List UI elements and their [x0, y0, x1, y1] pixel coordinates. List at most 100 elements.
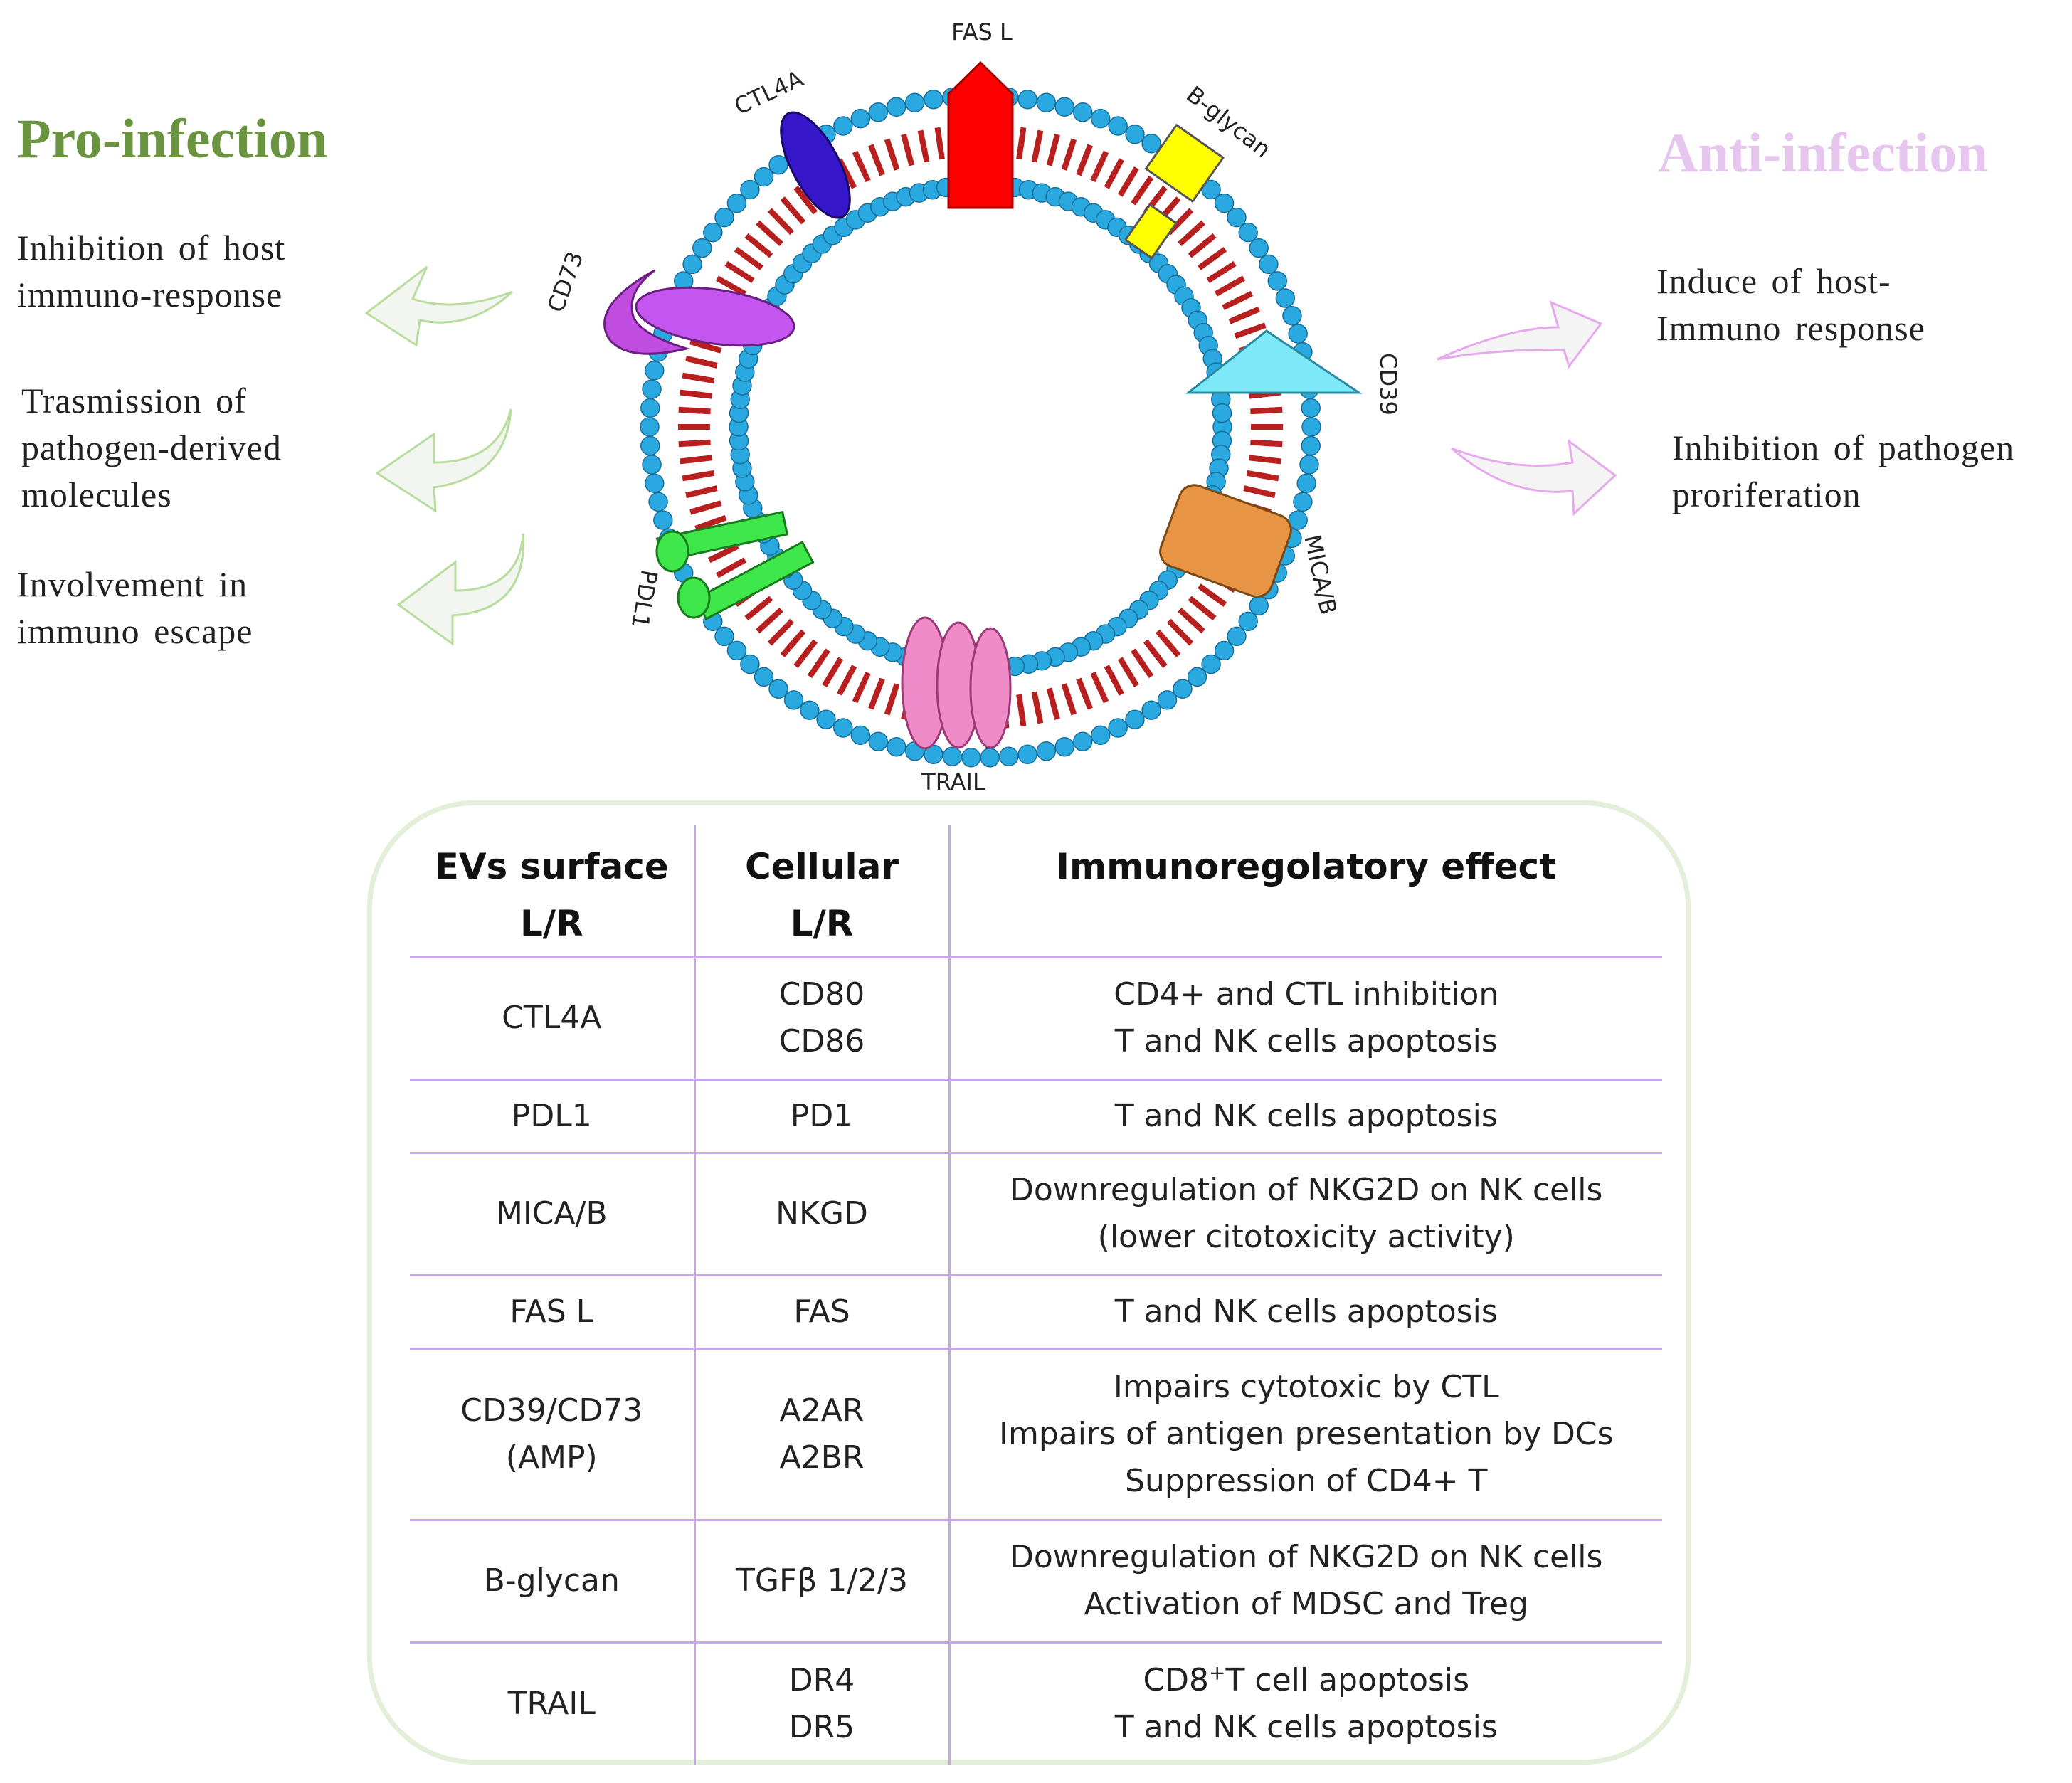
lipid-tail — [753, 240, 773, 258]
lipid-tail — [1178, 607, 1198, 627]
bglycan-receptor-icon — [1124, 123, 1225, 260]
table-row: B-glycan TGFβ 1/2/3 Downregulation of NK… — [410, 1520, 1662, 1643]
lipid-tail — [1166, 618, 1186, 638]
lipid-tail — [692, 374, 715, 384]
cd39-receptor-icon — [1185, 329, 1363, 394]
pro-arrow-2 — [375, 408, 512, 513]
lipid-head — [904, 92, 925, 113]
pro-effect-3: Involvement in immuno escape — [17, 564, 253, 651]
lipid-tail — [1249, 391, 1271, 399]
lipid-head — [833, 718, 853, 738]
ctl4a-receptor-icon — [780, 111, 851, 219]
lipid-head — [1275, 288, 1296, 308]
lipid-head — [1238, 611, 1258, 632]
lipid-tail — [1214, 280, 1236, 297]
lipid-tail — [725, 557, 747, 573]
pdl1-receptor-icon — [655, 510, 815, 621]
cellular-cell: FAS — [693, 1275, 949, 1349]
lipid-head — [1299, 455, 1319, 475]
header-effect: Immunoregolatory effect — [948, 825, 1662, 958]
lipid-tail — [827, 657, 844, 679]
lipid-head — [682, 254, 702, 275]
lipid-tail — [1131, 184, 1148, 206]
lipid-tail — [1250, 407, 1272, 415]
lipid-tail — [813, 648, 830, 670]
table-row: FAS L FAS T and NK cells apoptosis — [410, 1275, 1662, 1349]
lipid-head — [1288, 324, 1308, 344]
lipid-tail — [1016, 694, 1025, 716]
lipid-tail — [695, 485, 718, 496]
lipid-tail — [1117, 657, 1134, 679]
lipid-tail — [1155, 629, 1174, 650]
ev-cell: TRAIL — [507, 1685, 596, 1722]
micab-label: MICA/B — [1299, 532, 1342, 617]
ev-cell: PDL1 — [511, 1097, 592, 1134]
lipid-tail — [800, 639, 818, 660]
anti-arrow-2 — [1451, 438, 1617, 517]
lipid-head — [1187, 667, 1207, 687]
lipid-tail — [1031, 140, 1042, 163]
lipid-head — [1214, 193, 1235, 213]
lipid-head — [1227, 626, 1247, 647]
lipid-tail — [689, 439, 711, 447]
lipid-tail — [1188, 596, 1208, 614]
lipid-head — [1301, 417, 1321, 437]
lipid-tail — [692, 470, 715, 480]
lipid-tail — [1031, 691, 1042, 714]
lipid-tail — [1243, 485, 1266, 496]
lipid-tail — [742, 253, 763, 270]
lipid-tail — [704, 514, 727, 528]
lipid-head — [740, 179, 760, 200]
lipid-head — [1036, 741, 1057, 761]
lipid-head — [1259, 254, 1279, 275]
lipid-head — [1249, 238, 1269, 258]
table-header-row: EVs surface L/R Cellular L/R Immunoregol… — [410, 825, 1662, 958]
lipid-tail — [1246, 470, 1269, 480]
lipid-head — [648, 492, 668, 512]
lipid-tail — [887, 683, 900, 706]
ligand-receptor-table: EVs surface L/R Cellular L/R Immunoregol… — [410, 825, 1662, 1765]
cellular-cell: NKGD — [693, 1153, 949, 1276]
anti-effect-2: Inhibition of pathogen proriferation — [1672, 428, 2015, 514]
lipid-tail — [1090, 671, 1104, 694]
lipid-head — [754, 166, 774, 187]
cd73-receptor-icon — [603, 269, 796, 355]
lipid-tail — [872, 154, 885, 176]
lipid-tail — [787, 629, 806, 650]
lipid-head — [726, 640, 747, 661]
lipid-tail — [1076, 154, 1089, 176]
lipid-tail — [717, 544, 739, 559]
lipid-head — [850, 108, 871, 129]
lipid-head — [800, 700, 820, 720]
lipid-tail — [1198, 253, 1219, 270]
lipid-tail — [1104, 167, 1119, 189]
lipid-head — [754, 667, 774, 687]
lipid-head — [1108, 718, 1128, 738]
lipid-head — [1018, 744, 1037, 765]
lipid-tail — [699, 500, 722, 512]
lipid-head — [1157, 690, 1178, 710]
lipid-head — [850, 725, 871, 746]
lipid-head — [645, 360, 665, 381]
pro-arrow-3 — [396, 533, 524, 646]
anti-infection-title: Anti-infection — [1658, 122, 1988, 184]
lipid-tail — [1016, 137, 1025, 160]
lipid-head — [1301, 398, 1321, 418]
lipid-head — [942, 746, 962, 767]
pro-infection-title: Pro-infection — [17, 107, 328, 169]
lipid-tail — [1222, 295, 1244, 310]
lipid-tail — [1178, 227, 1198, 247]
micab-receptor-icon — [1159, 484, 1292, 598]
pro-effect-1: Inhibition of host immuno-response — [17, 228, 286, 314]
cd73-label: CD73 — [542, 248, 589, 316]
table-row: MICA/B NKGD Downregulation of NKG2D on N… — [410, 1153, 1662, 1276]
lipid-head — [887, 97, 906, 117]
lipid-tail — [1206, 266, 1228, 283]
lipid-tail — [699, 342, 722, 354]
